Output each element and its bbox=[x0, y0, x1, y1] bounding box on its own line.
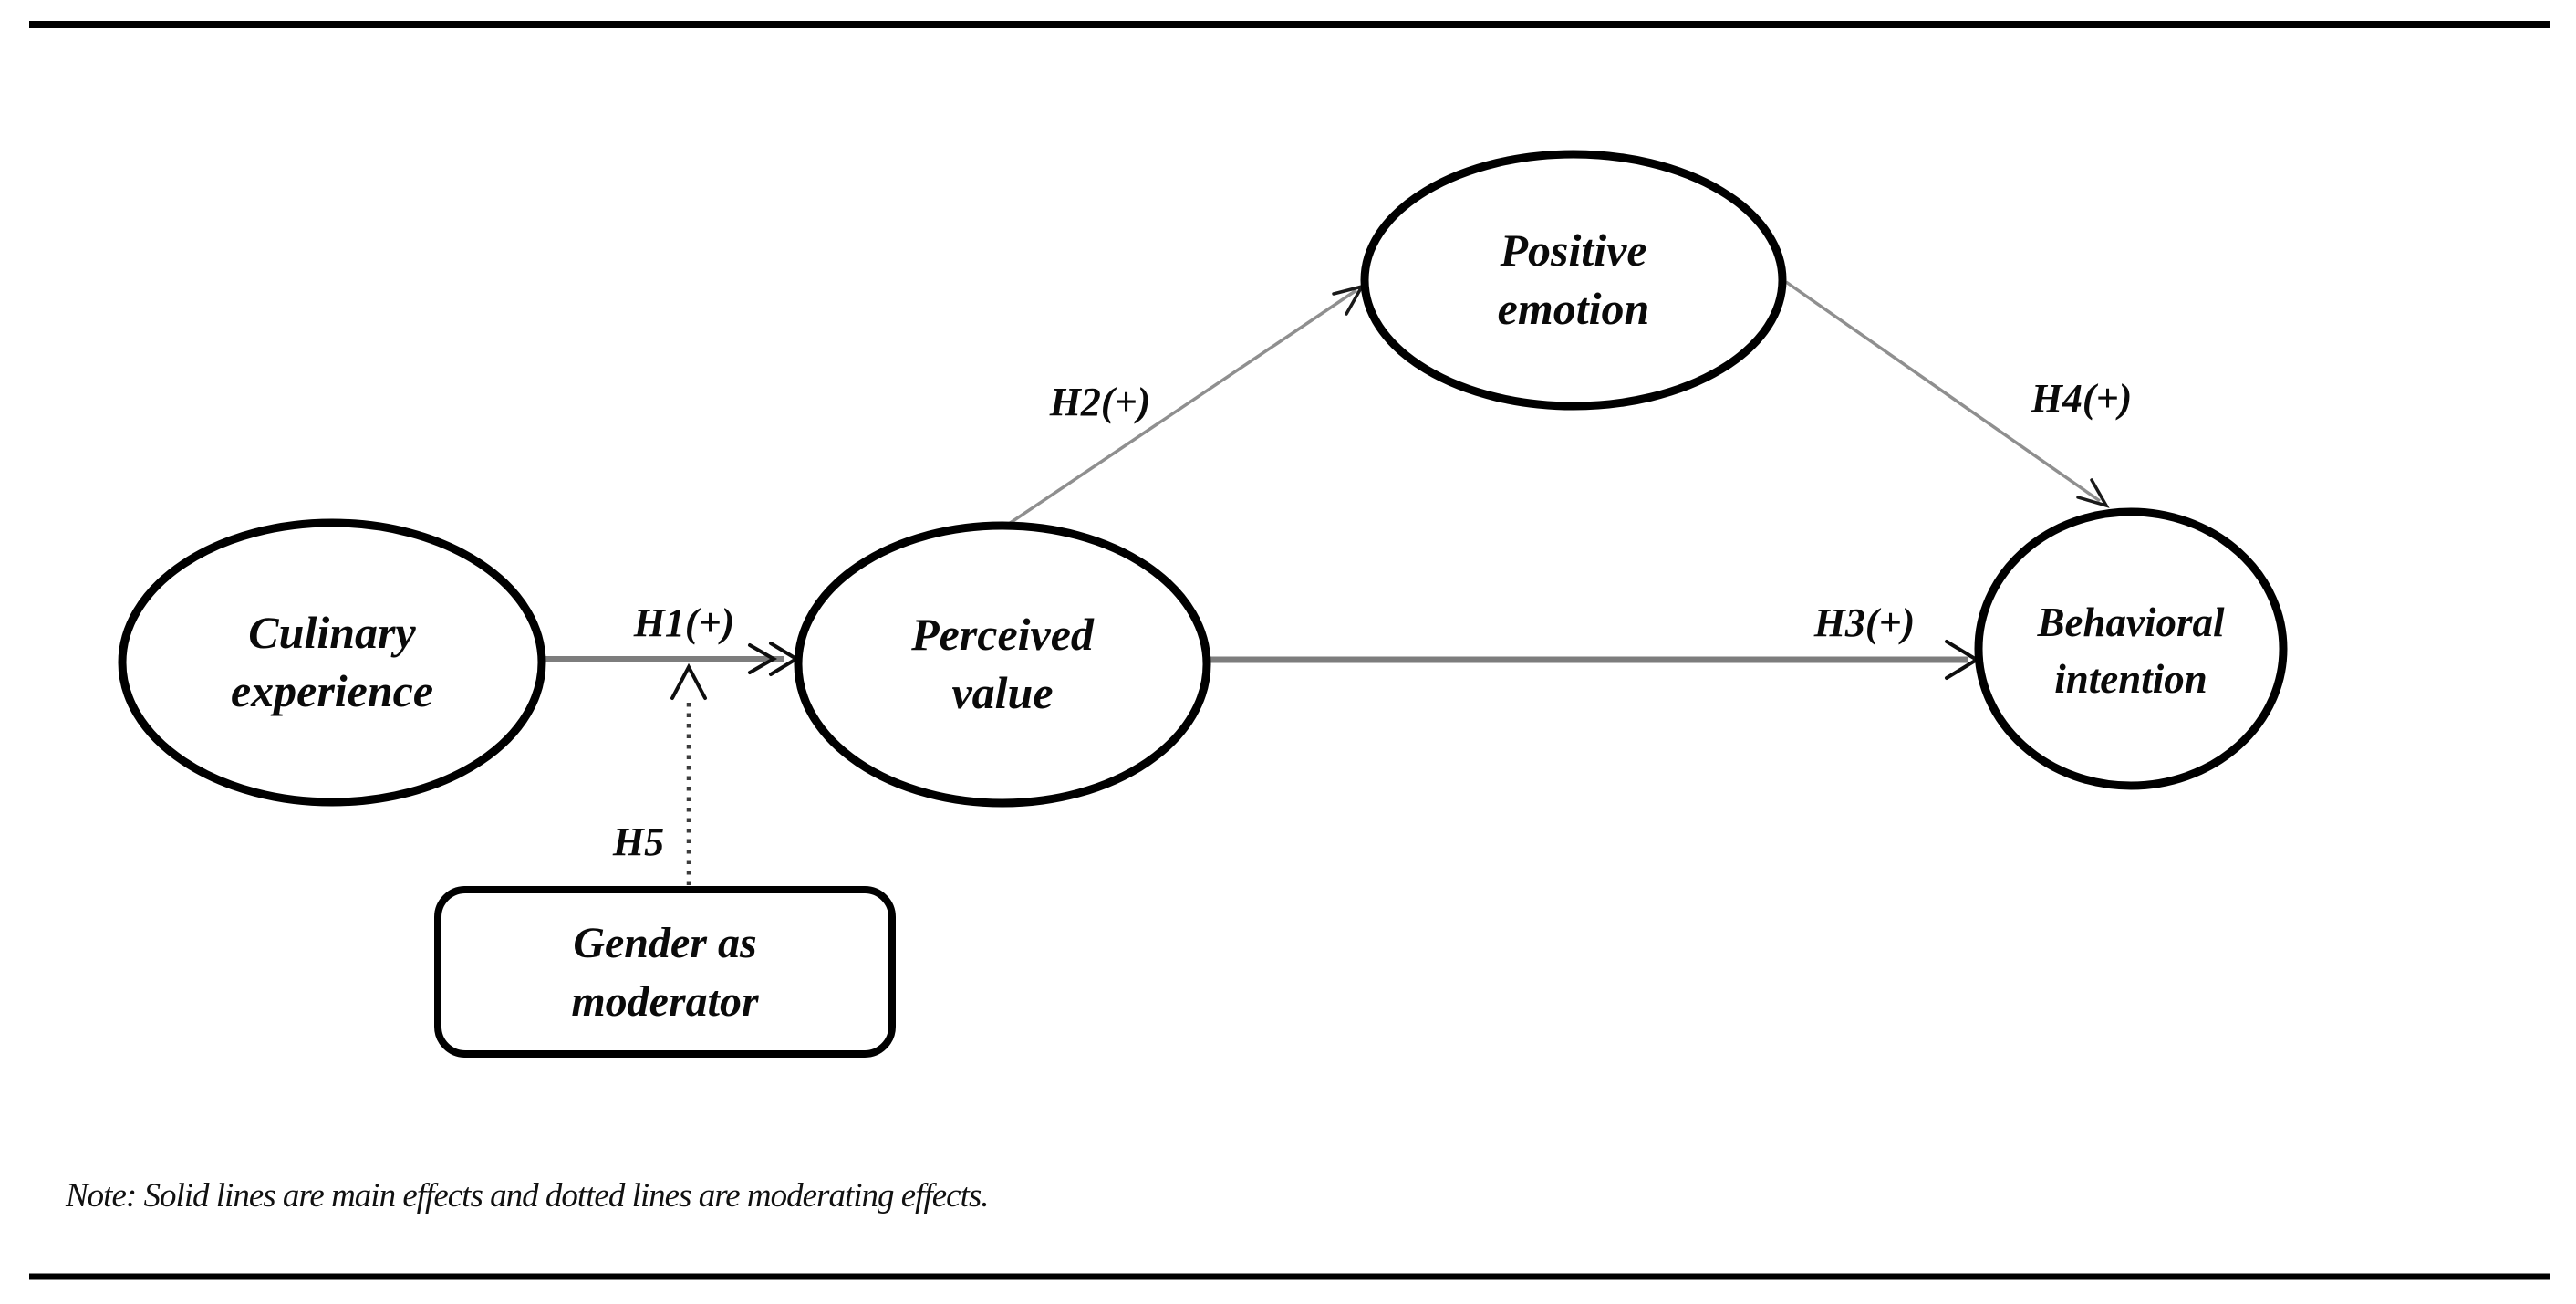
h4-arrow-line bbox=[1784, 280, 2102, 503]
h5-arrow bbox=[670, 662, 707, 885]
positive-emotion-ellipse bbox=[1360, 150, 1787, 411]
gender-moderator-box bbox=[434, 886, 896, 1058]
h1-arrow bbox=[542, 642, 800, 676]
h1-label: H1(+) bbox=[633, 600, 735, 645]
perceived-value-label-line1: Perceived bbox=[910, 609, 1095, 660]
h4-arrowhead-icon bbox=[2076, 478, 2110, 508]
culinary-experience-node: Culinary experience bbox=[118, 518, 546, 807]
behavioral-intention-label-line1: Behavioral bbox=[2036, 600, 2225, 645]
h3-arrow bbox=[1207, 640, 1980, 680]
positive-emotion-label-line2: emotion bbox=[1498, 283, 1650, 334]
positive-emotion-node: Positive emotion bbox=[1360, 150, 1787, 411]
h2-arrow-line bbox=[1005, 288, 1357, 527]
gender-moderator-node: Gender as moderator bbox=[434, 886, 896, 1058]
behavioral-intention-ellipse bbox=[1974, 507, 2288, 790]
h2-label: H2(+) bbox=[1049, 380, 1151, 424]
h4-label: H4(+) bbox=[2031, 376, 2133, 421]
gender-moderator-label-line1: Gender as bbox=[573, 919, 756, 967]
h1-arrowhead-trailing-icon bbox=[748, 643, 778, 674]
behavioral-intention-node: Behavioral intention bbox=[1974, 507, 2288, 790]
h5-label: H5 bbox=[612, 819, 664, 864]
culinary-experience-label-line1: Culinary bbox=[248, 607, 416, 658]
h5-arrowhead-icon bbox=[670, 662, 707, 700]
culinary-experience-label-line2: experience bbox=[231, 665, 433, 716]
culinary-experience-ellipse bbox=[118, 518, 546, 807]
perceived-value-node: Perceived value bbox=[794, 521, 1211, 808]
positive-emotion-label-line1: Positive bbox=[1499, 224, 1646, 276]
h4-arrow bbox=[1784, 280, 2110, 508]
note-text: Note: Solid lines are main effects and d… bbox=[65, 1177, 989, 1215]
behavioral-intention-label-line2: intention bbox=[2054, 656, 2207, 702]
gender-moderator-label-line2: moderator bbox=[571, 977, 760, 1026]
h3-label: H3(+) bbox=[1813, 600, 1916, 645]
h2-arrowhead-icon bbox=[1332, 284, 1366, 316]
perceived-value-label-line2: value bbox=[951, 667, 1053, 718]
perceived-value-ellipse bbox=[794, 521, 1211, 808]
